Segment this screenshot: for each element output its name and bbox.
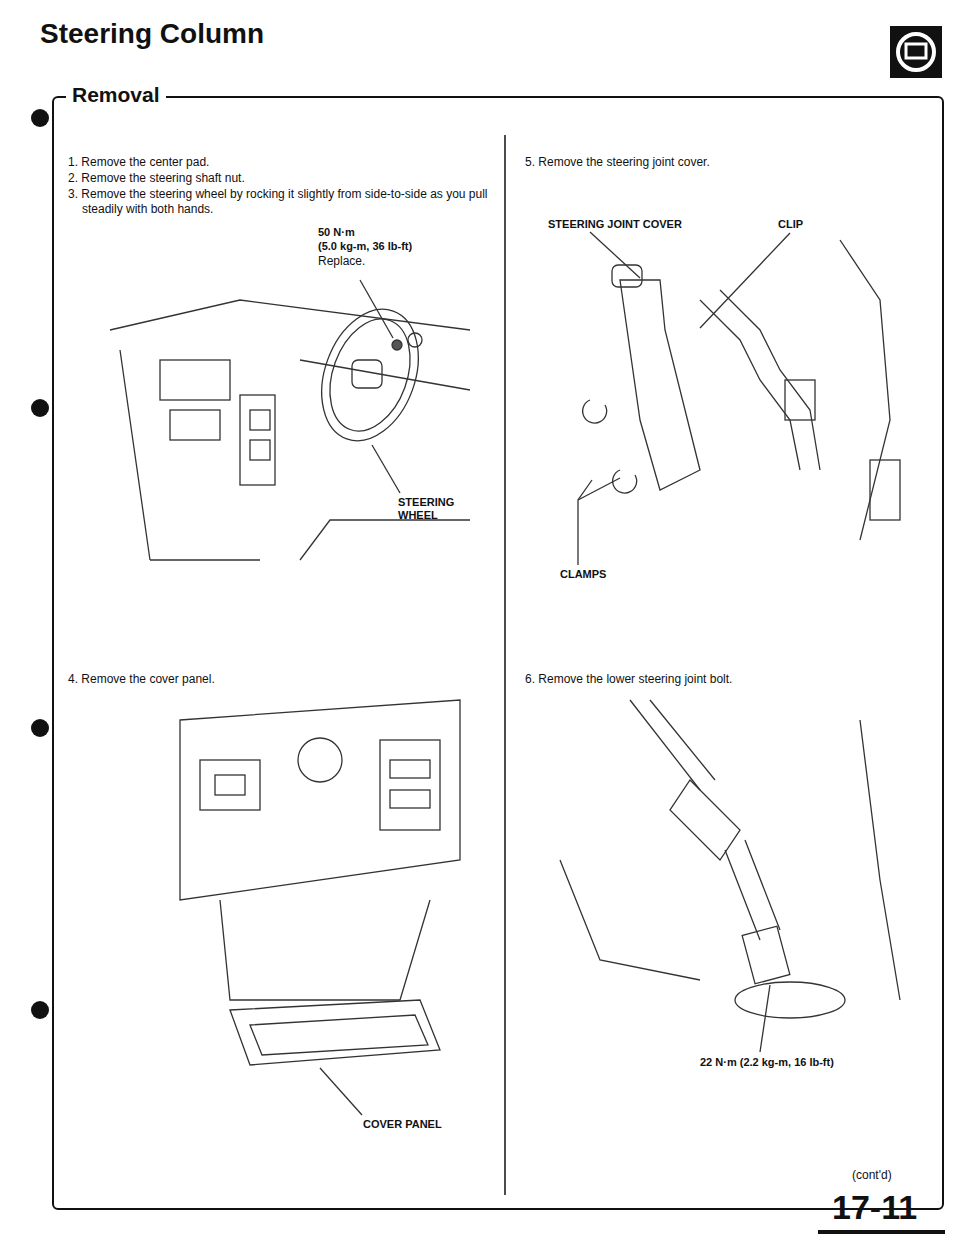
step-text: 3. Remove the steering wheel by rocking … [68, 187, 502, 217]
page-number: 17-11 [832, 1188, 917, 1226]
part-name: STEERING WHEEL [398, 496, 478, 522]
step-text: 5. Remove the steering joint cover. [525, 155, 710, 170]
note: Replace. [318, 254, 365, 269]
continued-note: (cont'd) [852, 1168, 892, 1183]
step-text: 1. Remove the center pad. [68, 155, 209, 170]
part-name: CLIP [778, 218, 803, 231]
steering-icon [890, 26, 942, 78]
binding-holes [31, 109, 49, 1019]
section-heading: Removal [66, 83, 166, 107]
torque-value: 22 N·m (2.2 kg-m, 16 lb-ft) [700, 1056, 834, 1069]
cover-panel-illustration [180, 700, 460, 1115]
step-text: 2. Remove the steering shaft nut. [68, 171, 245, 186]
part-name: CLAMPS [560, 568, 606, 581]
lower-joint-illustration [560, 700, 900, 1052]
joint-cover-illustration [578, 232, 900, 565]
section-frame: Removal [52, 96, 944, 1210]
part-name: COVER PANEL [363, 1118, 442, 1131]
step-text: 6. Remove the lower steering joint bolt. [525, 672, 732, 687]
part-name: STEERING JOINT COVER [548, 218, 682, 231]
torque-value: (5.0 kg-m, 36 lb-ft) [318, 240, 412, 253]
torque-value: 50 N·m [318, 226, 355, 239]
step-text: 4. Remove the cover panel. [68, 672, 215, 687]
page-title: Steering Column [40, 18, 264, 50]
